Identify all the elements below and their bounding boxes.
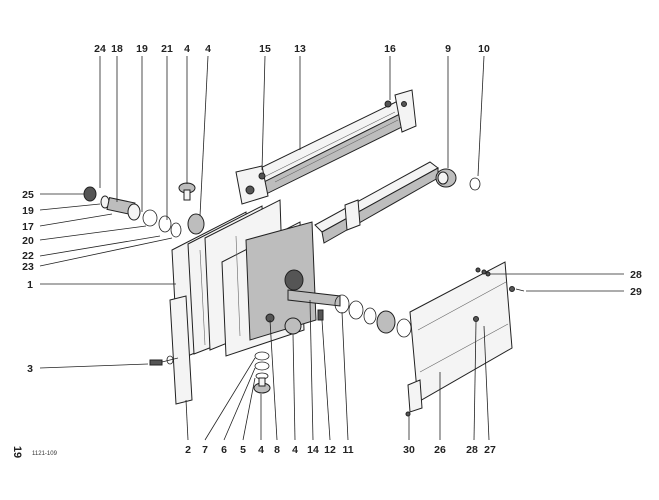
callout-18: 18: [111, 43, 123, 55]
callout-16: 16: [384, 43, 396, 55]
callout-13: 13: [294, 43, 306, 55]
callout-28: 28: [466, 444, 478, 456]
callout-25: 25: [22, 189, 34, 201]
callout-8: 8: [274, 444, 280, 456]
callout-22: 22: [22, 250, 34, 262]
callouts-top: 24 18 19 21 4 4 15 13 16 9 10: [94, 43, 490, 55]
callout-12: 12: [324, 444, 336, 456]
parts-drawing: [83, 89, 525, 417]
callout-10: 10: [478, 43, 490, 55]
callout-24: 24: [94, 43, 106, 55]
callout-15: 15: [259, 43, 271, 55]
callout-3: 3: [27, 363, 33, 375]
callout-21: 21: [161, 43, 173, 55]
callouts-bottom: 2 7 6 5 4 8 4 14 12 11 30 26 28 27: [185, 444, 496, 456]
roller-9-part: [435, 168, 481, 191]
callout-26: 26: [434, 444, 446, 456]
bottom-knob-part: [149, 351, 271, 394]
callout-28: 28: [630, 269, 642, 281]
callout-4: 4: [184, 43, 190, 55]
callout-30: 30: [403, 444, 415, 456]
callout-23: 23: [22, 261, 34, 273]
callout-4: 4: [292, 444, 298, 456]
callout-6: 6: [221, 444, 227, 456]
callout-11: 11: [342, 444, 353, 456]
middle-rail-part: [314, 161, 439, 244]
callout-1: 1: [27, 279, 33, 291]
callout-20: 20: [22, 235, 34, 247]
leader-lines: [39, 55, 624, 441]
upper-beam-part: [235, 89, 417, 205]
left-shaft-stack-part: [83, 182, 205, 238]
callout-7: 7: [202, 444, 208, 456]
callout-29: 29: [630, 286, 642, 298]
callouts-left: 25 19 17 20 22 23 1 3: [22, 189, 34, 375]
callout-9: 9: [445, 43, 451, 55]
callout-14: 14: [307, 444, 319, 456]
callout-17: 17: [22, 221, 34, 233]
callouts-right: 28 29: [630, 269, 642, 298]
callout-27: 27: [484, 444, 496, 456]
callout-2: 2: [185, 444, 191, 456]
side-plate-part: [405, 261, 525, 417]
main-frame-part: [169, 199, 317, 405]
callout-19: 19: [136, 43, 148, 55]
callout-5: 5: [240, 444, 246, 456]
callout-4: 4: [258, 444, 264, 456]
right-shaft-part: [284, 289, 424, 340]
page-number: 19: [11, 446, 23, 458]
callout-19: 19: [22, 205, 34, 217]
callout-4: 4: [205, 43, 211, 55]
document-code: 1121-109: [32, 451, 58, 457]
